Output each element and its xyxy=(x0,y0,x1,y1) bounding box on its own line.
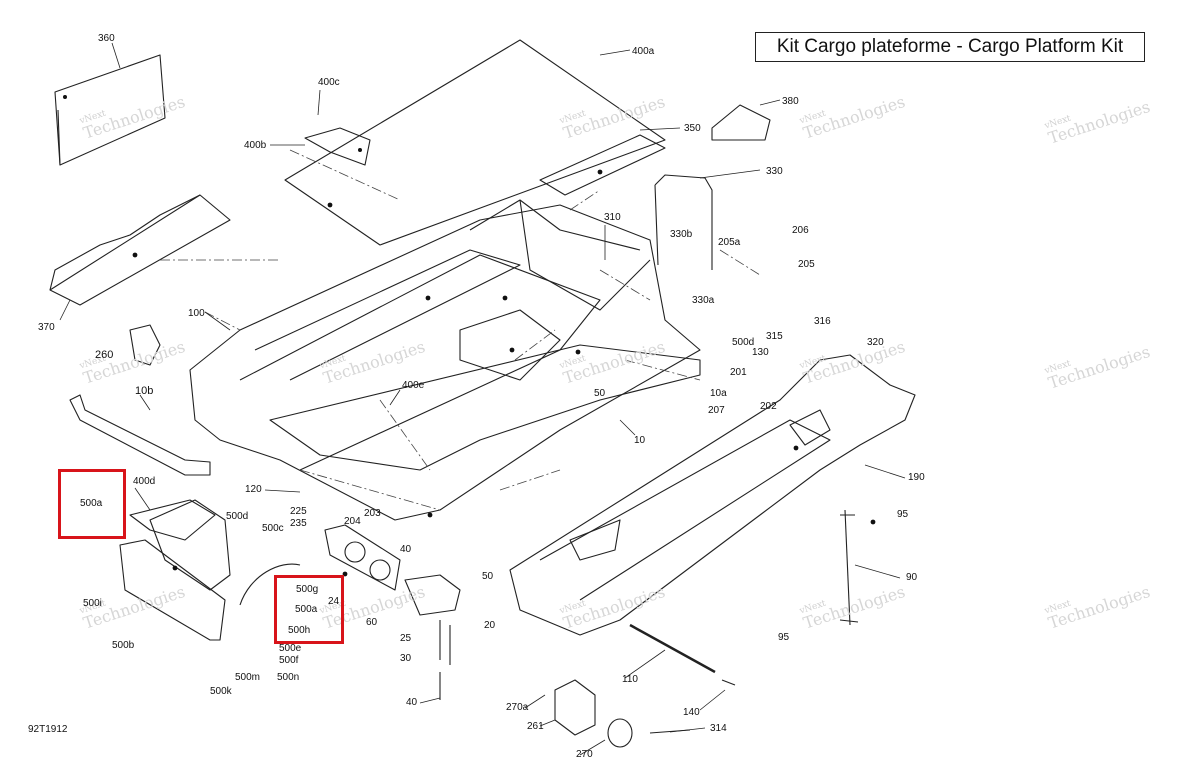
callout-label: 190 xyxy=(908,472,925,483)
callout-label: 40 xyxy=(400,544,412,555)
part-370-plate xyxy=(49,194,231,306)
part-100-cargo-box xyxy=(189,204,701,521)
callout-label: 206 xyxy=(792,225,809,236)
diagram-title: Kit Cargo plateforme - Cargo Platform Ki… xyxy=(755,32,1145,62)
part-270-cap xyxy=(607,718,633,748)
callout-label: 500b xyxy=(112,640,135,651)
callout-label: 400b xyxy=(244,140,267,151)
part-500b-panel xyxy=(119,539,226,641)
part-10-frame xyxy=(269,344,701,471)
callout-label: 130 xyxy=(752,347,769,358)
part-360-panel xyxy=(54,54,166,166)
highlight-box-500a xyxy=(58,469,126,539)
callout-label: 400d xyxy=(133,476,156,487)
callout-label: 30 xyxy=(400,653,412,664)
callout-label: 50 xyxy=(594,388,606,399)
callout-label: 24 xyxy=(328,596,340,607)
callout-label: 400a xyxy=(632,46,655,57)
part-400a-top-plate xyxy=(284,39,666,246)
callout-label: 25 xyxy=(400,633,412,644)
figure-id: 92T1912 xyxy=(28,724,68,735)
callout-label: 270a xyxy=(506,702,529,713)
callout-label: 225 xyxy=(290,506,307,517)
callout-label: 500n xyxy=(277,672,300,683)
callout-label: 205 xyxy=(798,259,815,270)
part-60-bracket xyxy=(404,574,461,616)
callout-label: 500d xyxy=(732,337,755,348)
callout-label: 100 xyxy=(188,308,205,319)
part-330-handle xyxy=(654,174,713,270)
part-500c-cable xyxy=(239,563,301,606)
part-400d-cover xyxy=(129,499,216,541)
callout-label: 330a xyxy=(692,295,715,306)
callout-label: 95 xyxy=(897,509,909,520)
part-140-fastener xyxy=(721,679,736,686)
callout-label: 10b xyxy=(135,385,154,397)
callout-label: 360 xyxy=(98,33,115,44)
highlight-label: 500h xyxy=(288,625,311,636)
callout-label: 260 xyxy=(95,349,114,361)
part-380 xyxy=(711,104,771,141)
part-261 xyxy=(554,679,596,736)
highlight-label: 500a xyxy=(295,604,318,615)
part-30-pin xyxy=(439,620,451,665)
callout-label: 202 xyxy=(760,401,777,412)
part-10b-strap xyxy=(69,394,211,476)
callout-label: 350 xyxy=(684,123,701,134)
callout-label: 201 xyxy=(730,367,747,378)
callout-label: 370 xyxy=(38,322,55,333)
part-190-side-rail xyxy=(509,354,916,636)
callout-label: 90 xyxy=(906,572,918,583)
callout-label: 10a xyxy=(710,388,727,399)
callout-label: 10 xyxy=(634,435,646,446)
callout-label: 261 xyxy=(527,721,544,732)
callout-label: 50 xyxy=(482,571,494,582)
callout-label: 400c xyxy=(318,77,340,88)
callout-label: 315 xyxy=(766,331,783,342)
callout-label: 330b xyxy=(670,229,693,240)
callout-label: 500m xyxy=(235,672,261,683)
callout-label: 400e xyxy=(402,380,425,391)
callout-label: 20 xyxy=(484,620,496,631)
callout-label: 140 xyxy=(683,707,700,718)
callout-label: 205a xyxy=(718,237,741,248)
callout-label: 316 xyxy=(814,316,831,327)
callout-label: 500c xyxy=(262,523,284,534)
part-260-hinge xyxy=(129,324,161,366)
callout-label: 380 xyxy=(782,96,799,107)
part-204-bracket xyxy=(324,524,401,591)
highlight-label: 500g xyxy=(296,584,319,595)
highlight-box-500g-group xyxy=(274,575,344,644)
callout-label: 95 xyxy=(778,632,790,643)
callout-label: 500d xyxy=(226,511,249,522)
callout-label: 330 xyxy=(766,166,783,177)
callout-label: 204 xyxy=(344,516,361,527)
callout-label: 500i xyxy=(83,598,102,609)
callout-label: 235 xyxy=(290,518,307,529)
callout-label: 320 xyxy=(867,337,884,348)
part-400b-bracket xyxy=(304,127,371,166)
callout-label: 203 xyxy=(364,508,381,519)
callout-label: 500e xyxy=(279,643,302,654)
callout-label: 310 xyxy=(604,212,621,223)
callout-label: 314 xyxy=(710,723,727,734)
part-90-strut xyxy=(844,509,851,626)
part-350-panel xyxy=(539,134,666,196)
highlight-label: 500a xyxy=(80,498,103,509)
callout-label: 207 xyxy=(708,405,725,416)
callout-label: 110 xyxy=(622,674,638,685)
callout-label: 270 xyxy=(576,749,593,760)
callout-label: 40 xyxy=(406,697,418,708)
callout-label: 60 xyxy=(366,617,378,628)
callout-label: 500k xyxy=(210,686,232,697)
callout-label: 500f xyxy=(279,655,299,666)
part-110-rod xyxy=(629,623,716,674)
callout-label: 120 xyxy=(245,484,262,495)
